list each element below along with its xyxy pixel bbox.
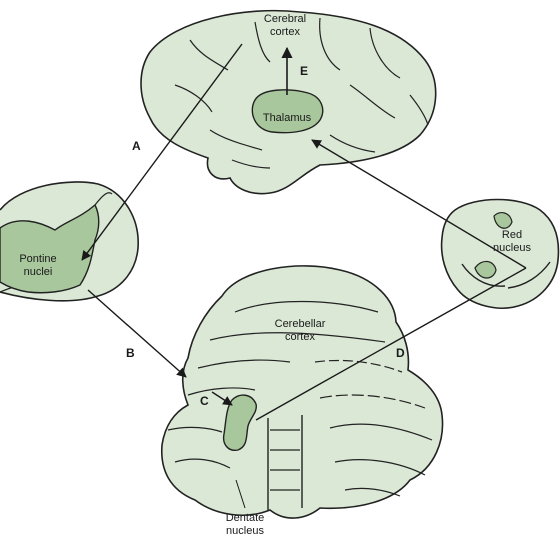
- cerebrum: [140, 9, 437, 195]
- cerebellar-cortex-label-line2: cortex: [285, 331, 315, 343]
- dentate-leader-line: [235, 479, 246, 509]
- pathway-c-arrow: [211, 391, 233, 406]
- thalamus-label: Thalamus: [263, 112, 312, 124]
- pathway-a-label: A: [132, 139, 141, 153]
- dentate-nucleus-label-line2: nucleus: [226, 525, 264, 537]
- pathway-a-arrow: [81, 43, 243, 261]
- cerebellum-outline: [160, 265, 444, 519]
- pontine-nuclei-label: Pontine: [19, 253, 56, 265]
- pathway-c-label: C: [200, 394, 209, 408]
- thalamus-shape: [251, 89, 324, 134]
- red-nucleus-label: Red: [502, 229, 522, 241]
- pontine-nuclei-shape: [0, 203, 100, 294]
- pathway-b-label: B: [126, 346, 135, 360]
- cerebellum: [160, 265, 444, 519]
- red-nucleus-label-line2: nucleus: [493, 242, 531, 254]
- midbrain-section: [440, 198, 560, 309]
- pathway-d-line: [255, 267, 527, 421]
- cerebral-cortex-label: Cerebral: [264, 13, 306, 25]
- pathway-d-to-thalamus-arrow: [311, 139, 527, 269]
- red-nucleus-shape: [474, 260, 497, 279]
- cerebral-cortex-label-line2: cortex: [270, 26, 300, 38]
- pathway-b-arrow: [87, 289, 187, 378]
- dentate-nucleus-label: Dentate: [226, 512, 265, 524]
- pons-section: [0, 181, 139, 302]
- pathway-e-label: E: [300, 64, 308, 78]
- dentate-nucleus-shape: [222, 394, 258, 451]
- pathway-d-label: D: [396, 346, 405, 360]
- cerebellar-cortex-label: Cerebellar: [275, 318, 326, 330]
- pontine-nuclei-label-line2: nuclei: [24, 266, 53, 278]
